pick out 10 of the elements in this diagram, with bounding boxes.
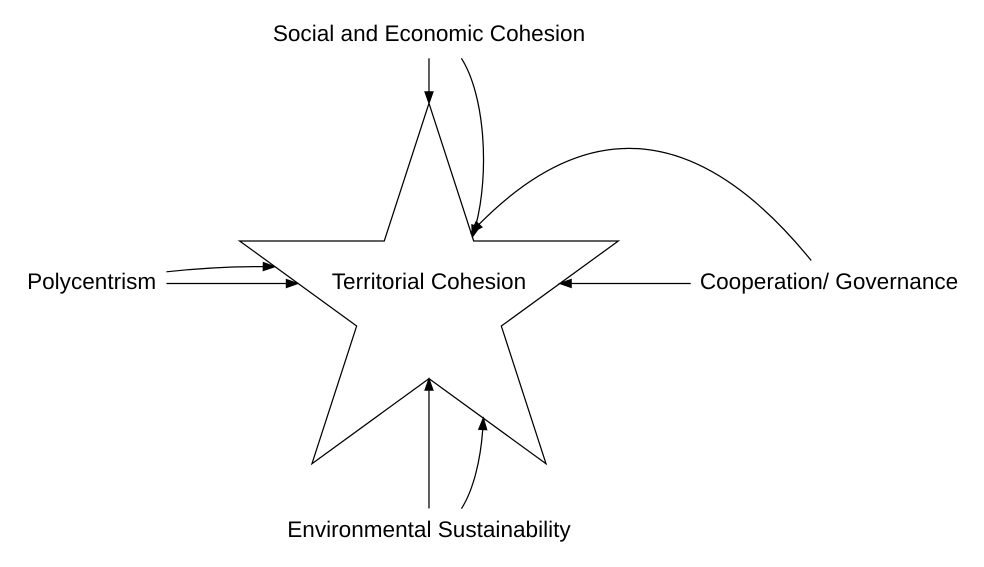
arrow (558, 278, 691, 288)
node-text: Polycentrism (27, 269, 156, 294)
node-text: Cooperation/ Governance (700, 269, 958, 294)
arrow (166, 262, 277, 272)
arrow (166, 278, 300, 288)
arrow (424, 58, 434, 106)
arrow (460, 416, 488, 509)
node-text: Social and Economic Cohesion (272, 21, 586, 46)
arrow (424, 377, 434, 508)
node-text: Environmental Sustainability (287, 516, 571, 542)
